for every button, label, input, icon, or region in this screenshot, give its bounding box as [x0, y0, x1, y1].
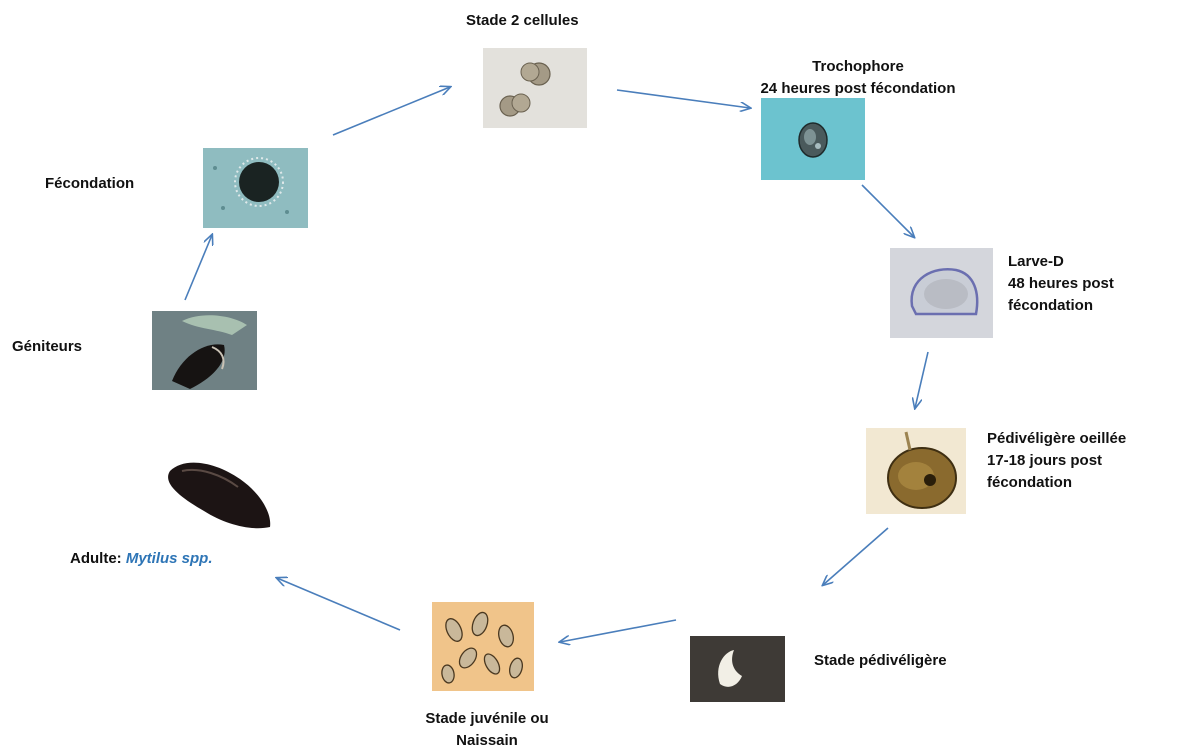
label-pedi-oeillee-line1: Pédivéligère oeillée: [987, 428, 1126, 450]
label-stade-juvenile-line1: Stade juvénile ou: [402, 708, 572, 730]
label-pedi-oeillee-line2: 17-18 jours post: [987, 450, 1126, 472]
label-adulte: Adulte: Mytilus spp.: [70, 548, 213, 570]
label-larve-d-line1: Larve-D: [1008, 251, 1114, 273]
two-cell-embryo-icon: [483, 48, 587, 128]
image-trochophore: [761, 98, 865, 180]
image-larve-d: [890, 248, 993, 338]
arrow-pedioeillee-to-pedi: [823, 528, 888, 585]
label-stade-juvenile-line2: Naissain: [402, 730, 572, 752]
image-stade-juvenile: [432, 602, 534, 691]
arrow-trochophore-to-larveD: [862, 185, 914, 237]
juvenile-spat-icon: [432, 602, 534, 691]
label-geniteurs: Géniteurs: [12, 336, 82, 358]
image-stade-pediveligere: [690, 636, 785, 702]
arrow-geniteurs-to-fecondation: [185, 235, 212, 300]
label-adulte-species: Mytilus spp.: [126, 550, 213, 567]
label-stade-2-cellules: Stade 2 cellules: [466, 10, 579, 32]
arrow-larveD-to-pedioeillee: [915, 352, 928, 408]
image-pedi-oeillee: [866, 428, 966, 514]
image-stade-2-cellules: [483, 48, 587, 128]
label-larve-d-line2: 48 heures post: [1008, 273, 1114, 295]
image-adulte-mussel: [160, 455, 278, 535]
pediveliger-icon: [690, 636, 785, 702]
broodstock-icon: [152, 311, 257, 390]
arrow-juvenile-to-adulte: [277, 578, 400, 630]
label-trochophore: Trochophore 24 heures post fécondation: [718, 56, 998, 100]
d-larva-icon: [890, 248, 993, 338]
image-fecondation: [203, 148, 308, 228]
fertilized-egg-icon: [203, 148, 308, 228]
label-pedi-oeillee-line3: fécondation: [987, 472, 1126, 494]
eyed-pediveliger-icon: [866, 428, 966, 514]
arrow-fecondation-to-stade2: [333, 87, 450, 135]
label-larve-d-line3: fécondation: [1008, 295, 1114, 317]
label-trochophore-line2: 24 heures post fécondation: [718, 78, 998, 100]
label-trochophore-line1: Trochophore: [718, 56, 998, 78]
label-fecondation: Fécondation: [45, 173, 134, 195]
trochophore-icon: [761, 98, 865, 180]
label-stade-pediveligere: Stade pédivéligère: [814, 650, 947, 672]
arrow-pedi-to-juvenile: [560, 620, 676, 642]
label-larve-d: Larve-D 48 heures post fécondation: [1008, 251, 1114, 317]
label-adulte-prefix: Adulte:: [70, 550, 126, 567]
label-stade-juvenile: Stade juvénile ou Naissain: [402, 708, 572, 752]
mussel-icon: [160, 455, 278, 535]
image-geniteurs: [152, 311, 257, 390]
label-pedi-oeillee: Pédivéligère oeillée 17-18 jours post fé…: [987, 428, 1126, 494]
